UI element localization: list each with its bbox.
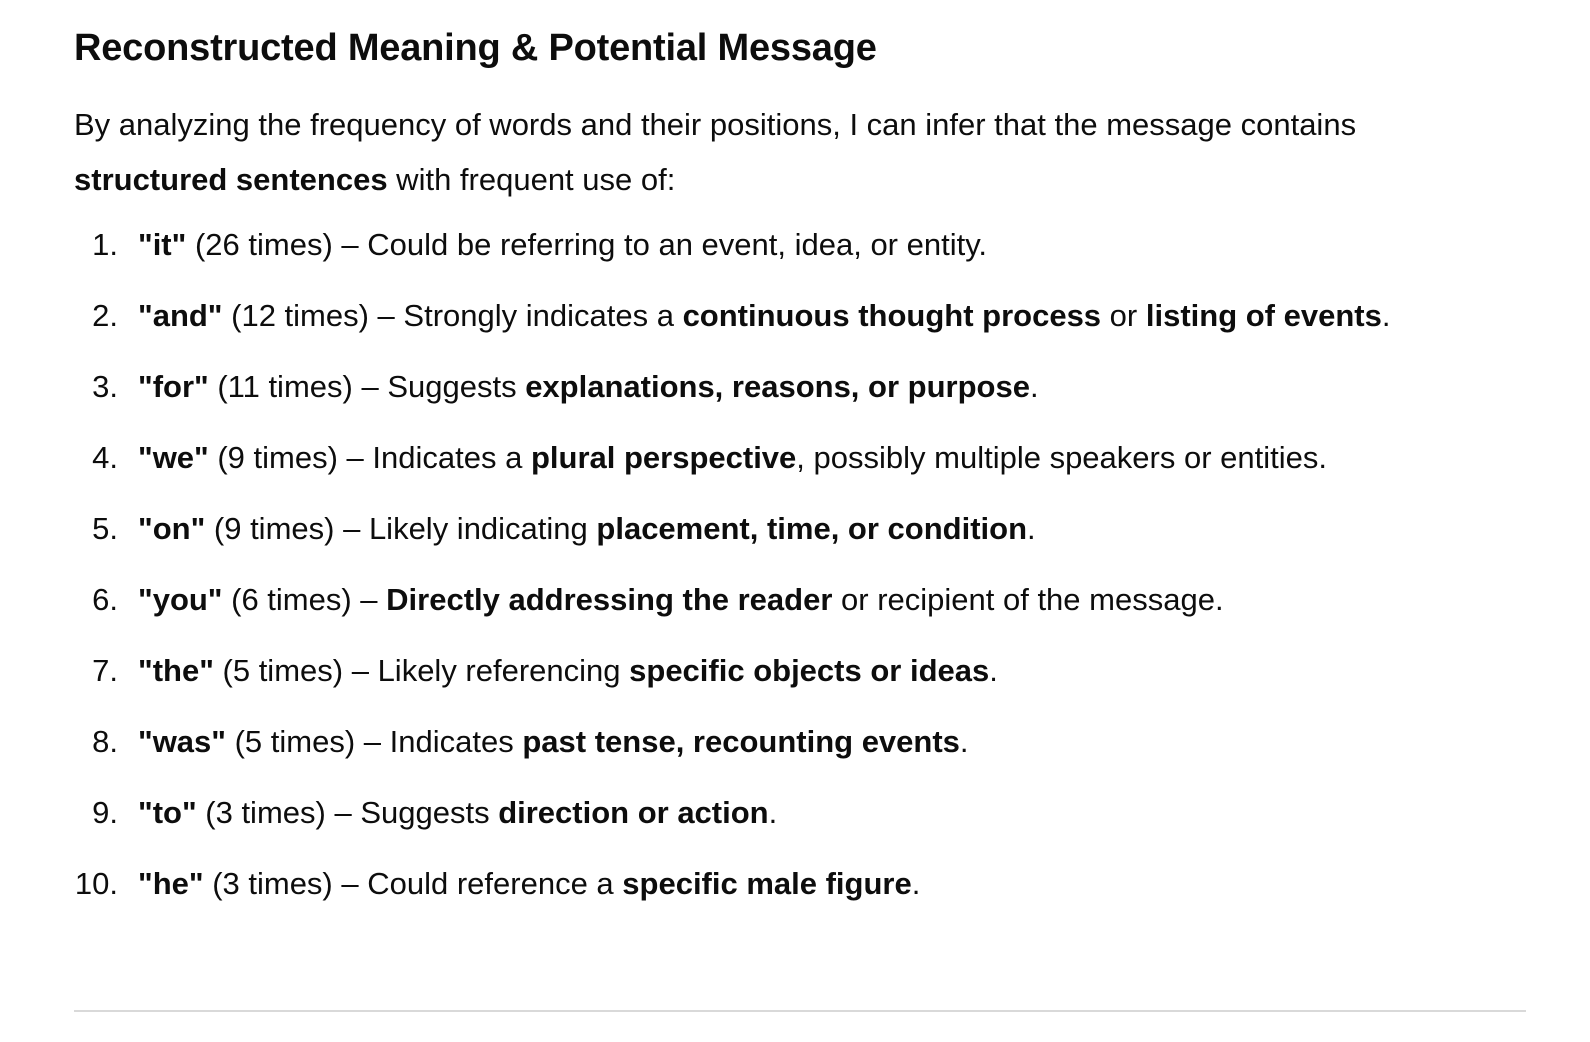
- list-item-number: 3.: [92, 369, 118, 404]
- list-item-text: .: [768, 795, 778, 830]
- list-item-count: (3 times) –: [196, 795, 361, 830]
- list-item-word: "he": [138, 866, 204, 901]
- list-item-count: (3 times) –: [203, 866, 368, 901]
- intro-text-before: By analyzing the frequency of words and …: [74, 107, 1357, 142]
- section-heading: Reconstructed Meaning & Potential Messag…: [74, 27, 877, 69]
- list-item-count: (26 times) –: [186, 227, 368, 262]
- list-item: 2. "and" (12 times) – Strongly indicates …: [74, 294, 1554, 338]
- list-item-word: "and": [138, 298, 223, 333]
- list-item-count: (6 times) –: [222, 582, 387, 617]
- list-item: 5. "on" (9 times) – Likely indicating pla…: [74, 507, 1554, 551]
- list-item-word: "for": [138, 369, 209, 404]
- list-item-text: Could reference a: [367, 866, 623, 901]
- list-item-word: "it": [138, 227, 187, 262]
- intro-bold-phrase: structured sentences: [74, 162, 388, 197]
- list-item-number: 1.: [92, 227, 118, 262]
- list-item: 3. "for" (11 times) – Suggests explanatio…: [74, 365, 1554, 409]
- list-item-text: or recipient of the message.: [832, 582, 1224, 617]
- list-item-emphasis: placement, time, or condition: [596, 511, 1028, 546]
- list-item: 7. "the" (5 times) – Likely referencing s…: [74, 649, 1554, 693]
- list-item-number: 2.: [92, 298, 118, 333]
- list-item: 10. "he" (3 times) – Could reference a sp…: [74, 862, 1554, 906]
- list-item-number: 8.: [92, 724, 118, 759]
- list-item-text: Could be referring to an event, idea, or…: [367, 227, 988, 262]
- list-item-count: (11 times) –: [208, 369, 388, 404]
- list-item-word: "we": [138, 440, 209, 475]
- list-item: 9. "to" (3 times) – Suggests direction or…: [74, 791, 1554, 835]
- list-item-text: Likely referencing: [377, 653, 630, 688]
- list-item-emphasis: listing of events: [1145, 298, 1382, 333]
- horizontal-divider: [74, 1010, 1526, 1012]
- list-item-number: 6.: [92, 582, 118, 617]
- list-item-text: Strongly indicates a: [403, 298, 683, 333]
- list-item-number: 7.: [92, 653, 118, 688]
- list-item-text: Indicates: [389, 724, 523, 759]
- list-item-emphasis: explanations, reasons, or purpose: [525, 369, 1030, 404]
- message-content: Reconstructed Meaning & Potential Messag…: [74, 24, 1554, 933]
- list-item-number: 9.: [92, 795, 118, 830]
- list-item-number: 10.: [74, 866, 118, 901]
- intro-paragraph: By analyzing the frequency of words and …: [74, 97, 1554, 207]
- list-item: 1. "it" (26 times) – Could be referring t…: [74, 223, 1554, 267]
- list-item-count: (9 times) –: [205, 511, 369, 546]
- list-item-word: "was": [138, 724, 226, 759]
- list-item-number: 4.: [92, 440, 118, 475]
- list-item-emphasis: Directly addressing the reader: [386, 582, 833, 617]
- word-frequency-list: 1. "it" (26 times) – Could be referring t…: [74, 223, 1554, 906]
- list-item-text: Indicates a: [372, 440, 531, 475]
- list-item-emphasis: specific male figure: [622, 866, 912, 901]
- list-item-text: .: [1029, 369, 1039, 404]
- list-item-text: Suggests: [387, 369, 526, 404]
- list-item-count: (9 times) –: [208, 440, 373, 475]
- list-item-text: .: [989, 653, 998, 688]
- list-item: 4. "we" (9 times) – Indicates a plural pe…: [74, 436, 1554, 480]
- list-item: 6. "you" (6 times) – Directly addressing …: [74, 578, 1554, 622]
- list-item-text: .: [959, 724, 969, 759]
- list-item-text: Likely indicating: [368, 511, 597, 546]
- list-item-word: "to": [138, 795, 197, 830]
- list-item-count: (5 times) –: [213, 653, 378, 688]
- list-item-emphasis: plural perspective: [530, 440, 797, 475]
- list-item-word: "you": [138, 582, 223, 617]
- list-item-text: .: [911, 866, 921, 901]
- list-item-emphasis: past tense, recounting events: [522, 724, 960, 759]
- list-item-text: Suggests: [360, 795, 499, 830]
- list-item-emphasis: specific objects or ideas: [629, 653, 990, 688]
- list-item-text: or: [1101, 298, 1146, 333]
- list-item-emphasis: continuous thought process: [682, 298, 1102, 333]
- list-item-emphasis: direction or action: [498, 795, 769, 830]
- list-item-word: "the": [138, 653, 214, 688]
- list-item-text: .: [1381, 298, 1391, 333]
- list-item-text: , possibly multiple speakers or entities…: [796, 440, 1327, 475]
- list-item: 8. "was" (5 times) – Indicates past tense…: [74, 720, 1554, 764]
- list-item-count: (12 times) –: [222, 298, 404, 333]
- intro-text-after: with frequent use of:: [387, 162, 676, 197]
- list-item-word: "on": [138, 511, 206, 546]
- list-item-text: .: [1027, 511, 1036, 546]
- list-item-count: (5 times) –: [226, 724, 390, 759]
- list-item-number: 5.: [92, 511, 118, 546]
